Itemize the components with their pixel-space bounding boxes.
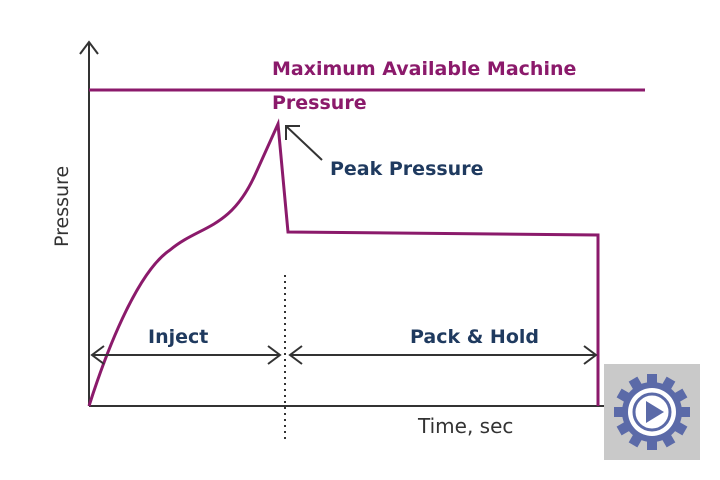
inject-span-arrowhead-left — [90, 345, 105, 365]
peak-pointer-arrow — [285, 125, 323, 161]
max-pressure-label-line1: Maximum Available Machine — [272, 58, 577, 80]
pack-hold-span-arrowhead-right — [583, 345, 598, 365]
pack-hold-span-arrowhead-left — [288, 345, 303, 365]
peak-pointer-arrowhead — [285, 125, 300, 140]
peak-pressure-label: Peak Pressure — [330, 158, 484, 180]
inject-label: Inject — [148, 326, 209, 348]
pack-hold-label: Pack & Hold — [410, 326, 540, 348]
max-pressure-label-line2: Pressure — [272, 92, 367, 114]
gear-play-icon — [614, 374, 690, 450]
y-axis-arrow — [79, 40, 99, 55]
x-axis-label: Time, sec — [418, 414, 514, 438]
settings-widget-button[interactable] — [604, 364, 700, 460]
y-axis-label: Pressure — [51, 165, 73, 247]
pressure-curve — [87, 118, 600, 407]
inject-span-arrowhead-right — [267, 345, 282, 365]
